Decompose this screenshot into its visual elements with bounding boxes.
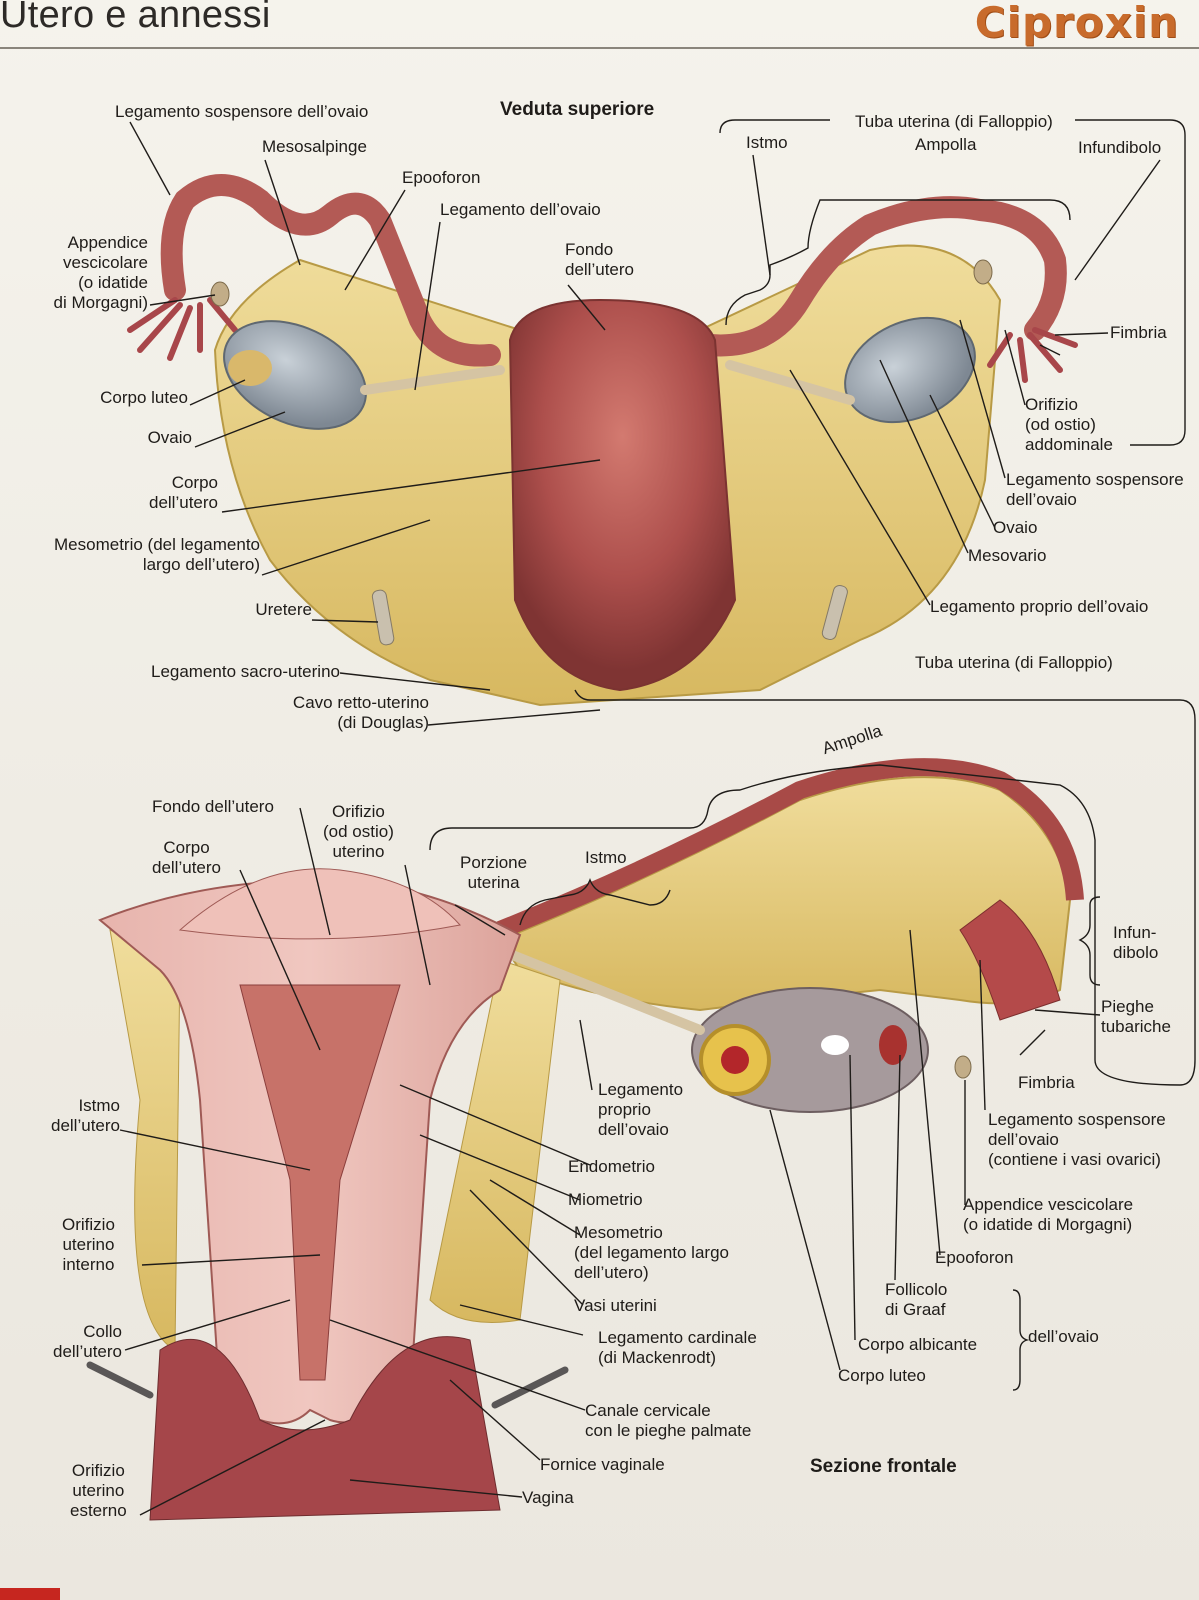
left-tube: [160, 174, 501, 367]
label-leg-sosp-right: Legamento sospensore dell’ovaio: [1006, 470, 1184, 509]
uterine-cavity: [239, 984, 401, 1381]
label-vasi-uterini: Vasi uterini: [574, 1296, 657, 1315]
label-collo-utero: Collo dell’utero: [53, 1322, 122, 1361]
leader-lines: [119, 119, 1196, 1516]
label-follicolo-graaf: Follicolo di Graaf: [885, 1280, 948, 1319]
label-mesometrio-bottom: Mesometrio (del legamento largo dell’ute…: [574, 1223, 729, 1282]
corpus-albicans: [821, 1035, 849, 1055]
label-fondo-top: Fondo dell’utero: [565, 240, 634, 279]
label-mesometrio-top: Mesometrio (del legamento largo dell’ute…: [54, 535, 260, 574]
label-leg-sosp-bottom: Legamento sospensore dell’ovaio (contien…: [988, 1110, 1166, 1169]
infundibulum: [959, 899, 1061, 1021]
label-miometrio: Miometrio: [568, 1190, 643, 1209]
right-tube: [699, 196, 1067, 357]
label-porzione-uterina: Porzione uterina: [460, 853, 528, 892]
label-orifizio-interno: Orifizio uterino interno: [62, 1215, 115, 1274]
label-istmo-tuba: Istmo: [585, 848, 627, 867]
label-appendice-bottom: Appendice vescicolare (o idatide di Morg…: [963, 1195, 1134, 1234]
label-ampolla-top: Ampolla: [915, 135, 977, 154]
label-leg-proprio-top: Legamento proprio dell’ovaio: [930, 597, 1149, 616]
superior-view-artwork: [127, 174, 1078, 707]
label-fondo-bottom: Fondo dell’utero: [152, 797, 274, 816]
bottom-view-title: Sezione frontale: [810, 1456, 957, 1477]
page-title: Utero e annessi: [0, 0, 271, 36]
left-fimbriae: [127, 297, 238, 361]
label-mesovario: Mesovario: [968, 546, 1047, 565]
tube-wall: [496, 758, 1084, 939]
label-epooforon-bottom: Epooforon: [935, 1248, 1014, 1267]
top-view-title: Veduta superiore: [500, 99, 655, 120]
label-uretere: Uretere: [255, 600, 312, 619]
label-canale-cervicale: Canale cervicale con le pieghe palmate: [585, 1401, 752, 1440]
corpus-luteum-left: [228, 350, 272, 386]
frontal-section-artwork: [86, 758, 1084, 1521]
label-tuba-bottom: Tuba uterina (di Falloppio): [915, 653, 1113, 672]
label-istmo-utero: Istmo dell’utero: [51, 1096, 120, 1135]
label-ovaio-left: Ovaio: [147, 428, 192, 447]
label-cavo-douglas: Cavo retto-uterino (di Douglas): [292, 693, 429, 732]
uterus-superior: [508, 298, 737, 692]
bottom-accent-bar: [0, 1588, 60, 1600]
brand-logo: Ciproxin: [974, 0, 1179, 47]
label-corpo-luteo-bottom: Corpo luteo: [838, 1366, 926, 1385]
header-rule: [0, 47, 1199, 49]
left-ovary: [223, 320, 367, 430]
label-leg-sosp-left: Legamento sospensore dell’ovaio: [115, 102, 369, 121]
fundus: [178, 868, 461, 940]
label-endometrio: Endometrio: [568, 1157, 655, 1176]
label-fimbria-top: Fimbria: [1110, 323, 1167, 342]
right-fimbriae: [987, 327, 1078, 383]
hydatid-left: [210, 281, 230, 307]
label-infundibolo-bottom: Infun- dibolo: [1113, 923, 1159, 962]
label-orifizio-uterino: Orifizio (od ostio) uterino: [323, 802, 394, 861]
label-ovaio-right: Ovaio: [993, 518, 1038, 537]
corpus-luteum-right: [879, 1025, 907, 1065]
label-epooforon-top: Epooforon: [402, 168, 481, 187]
label-leg-sacro: Legamento sacro-uterino: [150, 662, 340, 681]
label-corpo-albicante: Corpo albicante: [858, 1335, 978, 1354]
label-leg-cardinale: Legamento cardinale (di Mackenrodt): [598, 1328, 757, 1367]
label-tuba-top: Tuba uterina (di Falloppio): [855, 112, 1053, 131]
hydatid-right: [973, 259, 993, 285]
label-infundibolo-top: Infundibolo: [1078, 138, 1162, 157]
label-pieghe-tubariche: Pieghe tubariche: [1101, 997, 1171, 1036]
label-leg-ovaio: Legamento dell’ovaio: [440, 200, 601, 219]
label-mesosalpinge: Mesosalpinge: [262, 137, 367, 156]
label-orifizio-esterno: Orifizio uterino esterno: [70, 1461, 127, 1520]
label-corpo-bottom: Corpo dell’utero: [152, 838, 221, 877]
label-leg-proprio-bottom: Legamento proprio dell’ovaio: [598, 1080, 684, 1139]
label-corpo-top: Corpo dell’utero: [149, 473, 218, 512]
label-appendice-top: Appendice vescicolare (o idatide di Morg…: [53, 233, 149, 312]
label-fimbria-bottom: Fimbria: [1018, 1073, 1075, 1092]
label-orifizio-addominale: Orifizio (od ostio) addominale: [1025, 395, 1113, 454]
label-fornice-vaginale: Fornice vaginale: [540, 1455, 665, 1474]
label-dell-ovaio: dell’ovaio: [1028, 1327, 1099, 1346]
label-vagina: Vagina: [522, 1488, 574, 1507]
label-corpo-luteo-top: Corpo luteo: [100, 388, 188, 407]
vagina: [149, 1336, 501, 1521]
label-istmo-top: Istmo: [746, 133, 788, 152]
